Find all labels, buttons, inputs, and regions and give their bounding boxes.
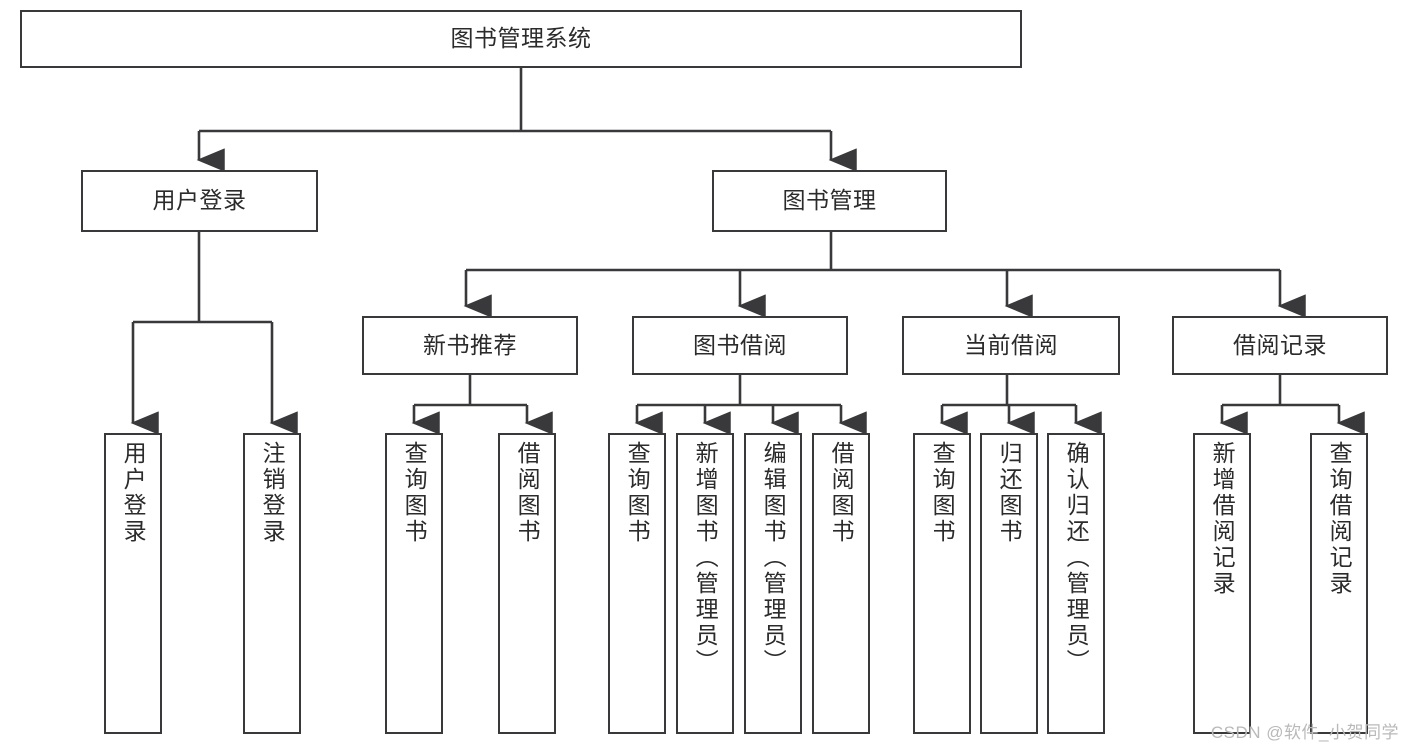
node-current-borrow[interactable]: 当前借阅 xyxy=(902,316,1120,375)
node-book-management[interactable]: 图书管理 xyxy=(712,170,947,232)
leaf-book-borrow-add-label: 新增图书（管理员） xyxy=(692,441,719,675)
node-borrow-record[interactable]: 借阅记录 xyxy=(1172,316,1388,375)
leaf-new-book-query[interactable]: 查询图书 xyxy=(385,433,443,734)
node-book-borrow[interactable]: 图书借阅 xyxy=(632,316,848,375)
leaf-current-borrow-return[interactable]: 归还图书 xyxy=(980,433,1038,734)
leaf-user-login-signout-label: 注销登录 xyxy=(259,441,286,545)
leaf-current-borrow-confirm-label: 确认归还（管理员） xyxy=(1063,441,1090,675)
leaf-borrow-record-add[interactable]: 新增借阅记录 xyxy=(1193,433,1251,734)
leaf-current-borrow-confirm[interactable]: 确认归还（管理员） xyxy=(1047,433,1105,734)
leaf-user-login-signin-label: 用户登录 xyxy=(120,441,147,545)
node-new-book-recommend-label: 新书推荐 xyxy=(423,331,517,358)
leaf-current-borrow-query[interactable]: 查询图书 xyxy=(913,433,971,734)
leaf-book-borrow-query-label: 查询图书 xyxy=(624,441,651,545)
leaf-new-book-borrow-label: 借阅图书 xyxy=(514,441,541,545)
node-book-borrow-label: 图书借阅 xyxy=(693,331,787,358)
node-user-login-label: 用户登录 xyxy=(152,187,247,214)
node-borrow-record-label: 借阅记录 xyxy=(1233,331,1327,358)
node-user-login[interactable]: 用户登录 xyxy=(81,170,318,232)
node-current-borrow-label: 当前借阅 xyxy=(964,331,1058,358)
node-root-label: 图书管理系统 xyxy=(450,25,592,52)
leaf-book-borrow-query[interactable]: 查询图书 xyxy=(608,433,666,734)
leaf-book-borrow-add[interactable]: 新增图书（管理员） xyxy=(676,433,734,734)
node-book-management-label: 图书管理 xyxy=(782,187,877,214)
leaf-user-login-signin[interactable]: 用户登录 xyxy=(104,433,162,734)
leaf-book-borrow-borrow-label: 借阅图书 xyxy=(828,441,855,545)
leaf-new-book-query-label: 查询图书 xyxy=(401,441,428,545)
leaf-new-book-borrow[interactable]: 借阅图书 xyxy=(498,433,556,734)
leaf-user-login-signout[interactable]: 注销登录 xyxy=(243,433,301,734)
leaf-book-borrow-edit[interactable]: 编辑图书（管理员） xyxy=(744,433,802,734)
node-root-system[interactable]: 图书管理系统 xyxy=(20,10,1022,68)
leaf-borrow-record-query[interactable]: 查询借阅记录 xyxy=(1310,433,1368,734)
leaf-current-borrow-return-label: 归还图书 xyxy=(996,441,1023,545)
leaf-book-borrow-edit-label: 编辑图书（管理员） xyxy=(760,441,787,675)
leaf-book-borrow-borrow[interactable]: 借阅图书 xyxy=(812,433,870,734)
leaf-borrow-record-add-label: 新增借阅记录 xyxy=(1209,441,1236,597)
leaf-borrow-record-query-label: 查询借阅记录 xyxy=(1326,441,1353,597)
node-new-book-recommend[interactable]: 新书推荐 xyxy=(362,316,578,375)
leaf-current-borrow-query-label: 查询图书 xyxy=(929,441,956,545)
